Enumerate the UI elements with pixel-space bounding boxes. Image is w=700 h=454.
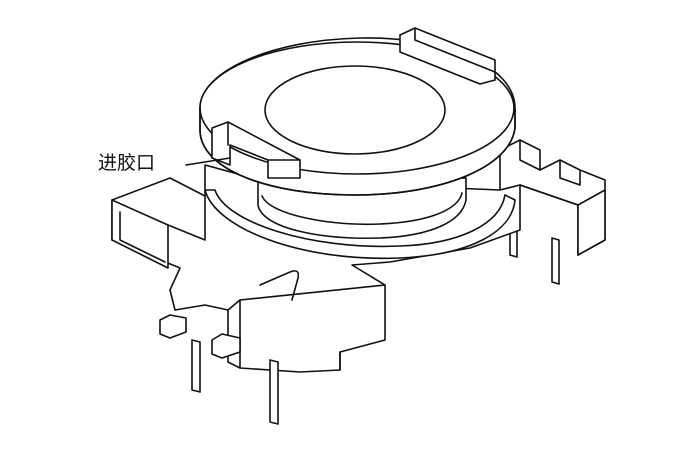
front-left-pin xyxy=(159,314,201,393)
rear-right-pin xyxy=(509,224,560,285)
flange-tab-rear xyxy=(399,27,496,85)
callout-leader xyxy=(185,157,231,166)
rear-right-terminal-block xyxy=(499,139,606,256)
lower-flange xyxy=(204,189,516,260)
callout-label: 进胶口 xyxy=(98,152,156,174)
front-right-pin xyxy=(211,333,279,425)
injection-gate-notch xyxy=(211,121,301,179)
